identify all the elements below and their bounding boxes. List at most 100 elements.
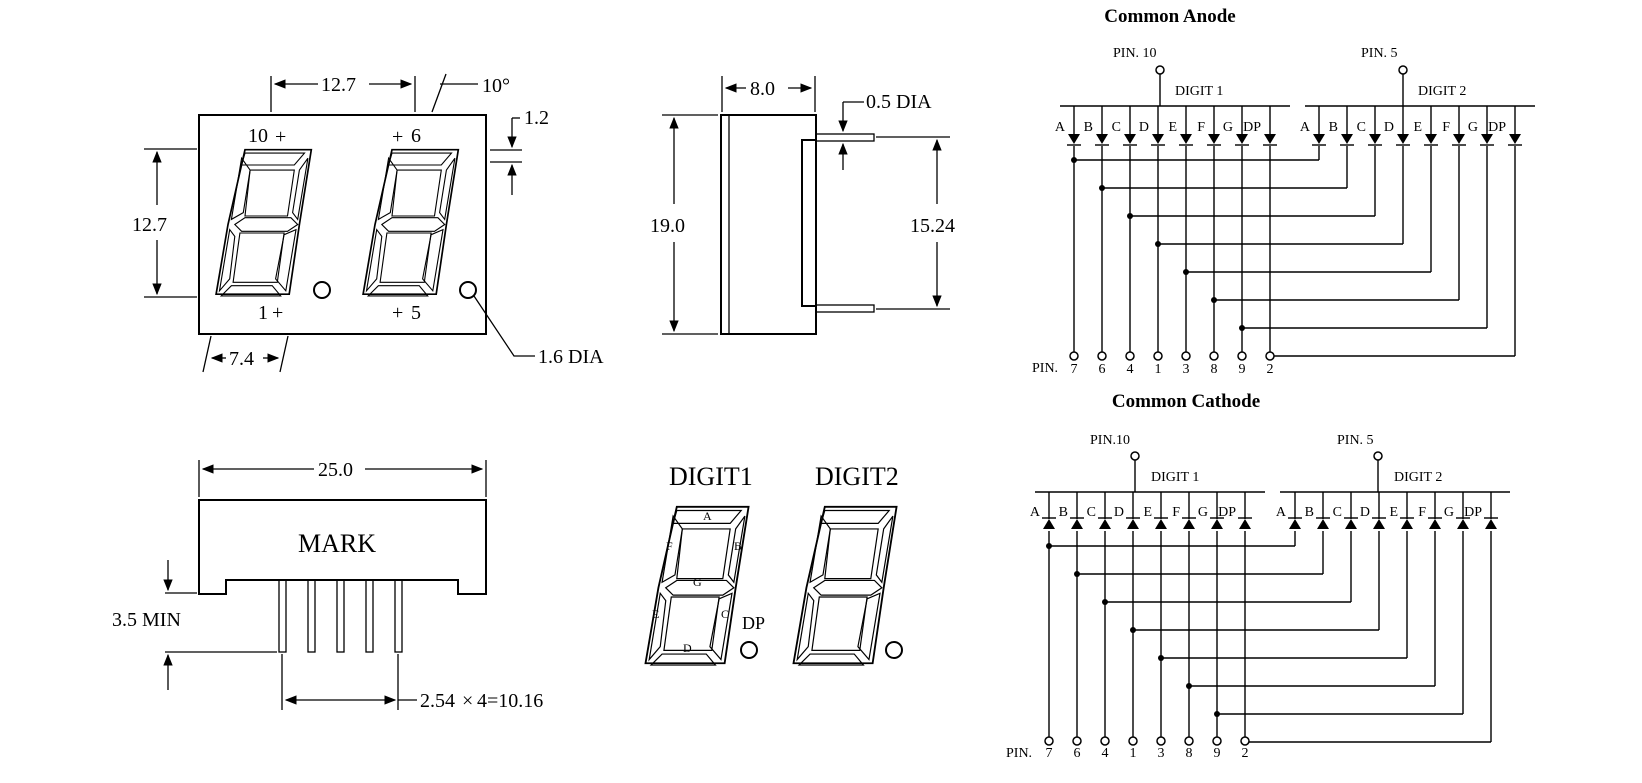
anode-pin-terminal-1 [1097,351,1107,361]
cathode-diode-1-3 [1127,519,1139,529]
cathode-junction-2 [1102,599,1108,605]
anode-pin-terminal-2 [1125,351,1135,361]
anode-diode-1-5 [1208,134,1220,144]
front-dp-1 [313,281,331,299]
cathode-diode-2-2 [1345,519,1357,529]
times-glyph: × [462,690,473,712]
side-view: 8.0 0.5 DIA 19.0 15.24 [650,76,955,335]
cathode-pin-terminal-3 [1128,736,1138,746]
front-view: 10 + + 6 1 + + 5 12.7 10° 1.2 12.7 [132,73,604,373]
side-outline [720,114,817,335]
anode-pin-number-6: 9 [1239,362,1246,377]
dp-1 [740,641,758,659]
anode-junction-3 [1155,241,1161,247]
front-outline [198,114,487,335]
anode-junction-4 [1183,269,1189,275]
cathode-junction-3 [1130,627,1136,633]
pin-10-label: 10 [248,125,268,147]
cathode-pin-number-5: 8 [1186,746,1193,761]
cathode-seg-label-2-4: E [1389,505,1398,520]
anode-junction-5 [1211,297,1217,303]
cathode-pin-number-2: 4 [1102,746,1109,761]
plus-mark-10: + [275,126,286,148]
side-height-label: 19.0 [650,215,685,237]
cathode-diode-2-4 [1401,519,1413,529]
anode-diode-2-3 [1397,134,1409,144]
anode-diode-2-1 [1341,134,1353,144]
cathode-seg-label-1-1: B [1059,505,1068,520]
anode-pin-terminal-4 [1181,351,1191,361]
anode-pin-prefix: PIN. [1032,361,1058,376]
anode-pin-number-3: 1 [1155,362,1162,377]
cathode-common-terminal-1 [1130,451,1140,461]
side-pin-top [815,133,875,142]
seg-f-label: F [666,539,673,553]
anode-pin-terminal-3 [1153,351,1163,361]
anode-seg-label-2-2: C [1357,120,1366,135]
cathode-junction-0 [1046,543,1052,549]
anode-diode-1-7 [1264,134,1276,144]
pin-1-label: 1 [258,302,268,324]
front-digit-2 [362,148,460,297]
anode-diode-1-6 [1236,134,1248,144]
dim-angle-label: 10° [482,75,510,97]
cathode-diode-2-3 [1373,519,1385,529]
cathode-pin-terminal-4 [1156,736,1166,746]
anode-diode-2-4 [1425,134,1437,144]
common-cathode-schematic: Common Cathode PIN.10 PIN. 5 DIGIT 1 DIG… [1006,391,1510,761]
side-width-label: 8.0 [750,78,775,100]
anode-diode-2-5 [1453,134,1465,144]
side-pitch-label: 15.24 [910,215,955,237]
pin-6-label: 6 [411,125,421,147]
bottom-pins [278,579,403,653]
anode-junction-2 [1127,213,1133,219]
cathode-pin-terminal-2 [1100,736,1110,746]
dim-top-label: 12.7 [321,74,356,96]
anode-pin-number-4: 3 [1183,362,1190,377]
bottom-view: MARK 25.0 3.5 MIN 2.54 × 4=10.16 [112,459,543,712]
anode-common-pin-2: PIN. 5 [1361,46,1398,61]
anode-seg-label-1-1: B [1084,120,1093,135]
anode-seg-label-2-5: F [1442,120,1450,135]
cathode-pin-terminal-5 [1184,736,1194,746]
cathode-diode-2-5 [1429,519,1441,529]
cathode-pin-terminal-0 [1044,736,1054,746]
anode-seg-label-2-7: DP [1488,120,1506,135]
anode-pin-terminal-7 [1265,351,1275,361]
seg-b-label: B [734,539,742,553]
side-pin-dia-label: 0.5 DIA [866,91,932,113]
cathode-pin-number-4: 3 [1158,746,1165,761]
anode-diode-2-7 [1509,134,1521,144]
anode-seg-label-2-4: E [1413,120,1422,135]
bottom-times-label: 4=10.16 [477,690,543,712]
cathode-pin-terminal-7 [1240,736,1250,746]
cathode-diode-1-5 [1183,519,1195,529]
cathode-seg-label-1-5: F [1172,505,1180,520]
cathode-diode-2-1 [1317,519,1329,529]
cathode-common-terminal-2 [1373,451,1383,461]
cathode-seg-label-2-6: G [1444,505,1454,520]
anode-title: Common Anode [1104,6,1235,27]
cathode-pin-number-0: 7 [1046,746,1053,761]
cathode-diode-1-1 [1071,519,1083,529]
cathode-seg-label-2-0: A [1276,505,1287,520]
anode-seg-label-2-0: A [1300,120,1311,135]
front-digit-1 [215,148,313,297]
dim-height-label: 12.7 [132,214,167,236]
cathode-junction-4 [1158,655,1164,661]
dp-2 [885,641,903,659]
anode-pin-terminal-6 [1237,351,1247,361]
anode-seg-label-1-2: C [1112,120,1121,135]
cathode-seg-label-2-3: D [1360,505,1370,520]
cathode-diode-1-2 [1099,519,1111,529]
segment-digit-2 [792,505,898,667]
anode-common-pin-1: PIN. 10 [1113,46,1157,61]
cathode-seg-label-1-2: C [1087,505,1096,520]
anode-seg-label-1-0: A [1055,120,1066,135]
bottom-spacing-label: 2.54 [420,690,455,712]
anode-junction-6 [1239,325,1245,331]
cathode-seg-label-1-3: D [1114,505,1124,520]
side-pin-bottom [815,304,875,313]
bottom-min-label: 3.5 MIN [112,609,181,631]
cathode-junction-6 [1214,711,1220,717]
